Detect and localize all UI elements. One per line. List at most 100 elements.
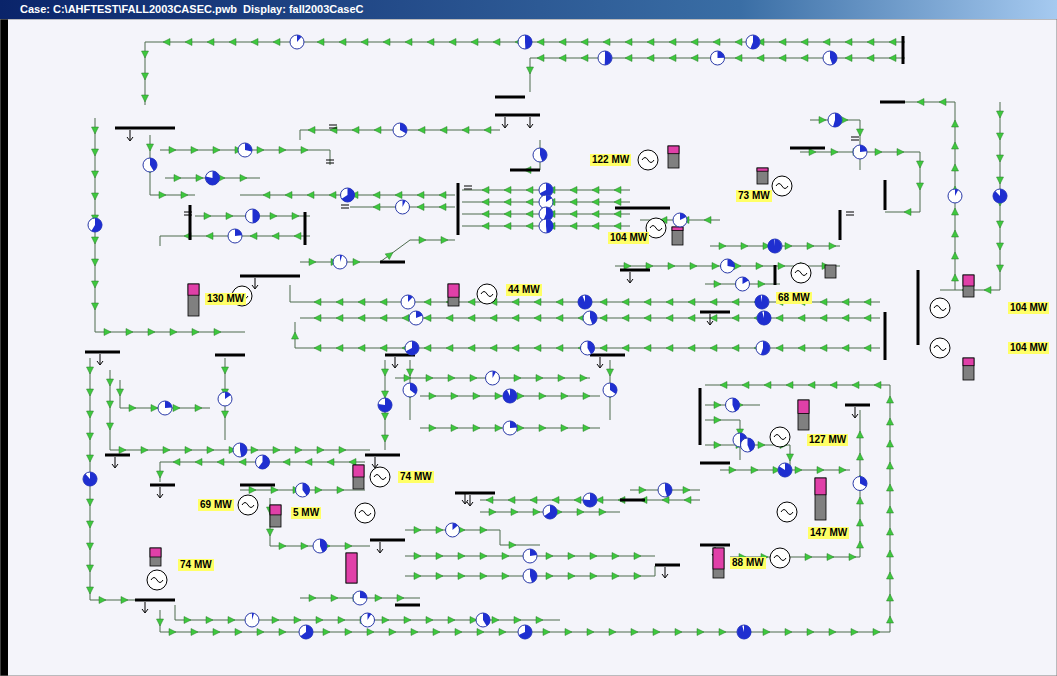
flow-arrow <box>580 375 587 382</box>
flow-arrow <box>675 629 682 636</box>
flow-arrow <box>592 187 599 194</box>
flow-pie-chart <box>396 200 410 214</box>
flow-arrow <box>574 497 581 504</box>
flow-arrow <box>358 315 365 322</box>
flow-arrow <box>184 617 191 624</box>
flow-arrow <box>798 345 805 352</box>
flow-arrow <box>405 39 412 46</box>
load-symbol <box>115 457 116 467</box>
arrow-layer <box>87 39 1004 636</box>
generator-symbol <box>774 435 786 440</box>
flow-arrow <box>468 315 475 322</box>
flow-pie-chart <box>583 493 597 507</box>
flow-pie-chart <box>603 383 617 397</box>
flow-arrow <box>292 213 299 220</box>
flow-arrow <box>779 55 786 62</box>
flow-pie-chart <box>409 311 423 325</box>
bus-bar <box>105 454 130 457</box>
flow-arrow <box>458 553 465 560</box>
flow-pie-chart <box>588 341 595 354</box>
flow-arrow <box>367 629 374 636</box>
capacitor-symbol <box>846 212 854 215</box>
flow-arrow <box>427 39 434 46</box>
flow-pie-chart <box>828 113 842 127</box>
generator-loading-bar <box>825 265 836 278</box>
generator-loading-bar <box>346 553 357 583</box>
flow-arrow <box>250 233 257 240</box>
flow-pie-chart <box>83 472 97 486</box>
generator-symbol <box>774 556 786 561</box>
flow-arrow <box>857 453 864 460</box>
flow-arrow <box>997 221 1004 228</box>
flow-pie-chart <box>313 539 327 553</box>
flow-arrow <box>530 497 537 504</box>
flow-arrow <box>151 405 158 412</box>
flow-arrow <box>741 243 748 250</box>
flow-arrow <box>631 629 638 636</box>
generator-loading-bar <box>963 358 974 366</box>
flow-pie-chart <box>948 189 962 203</box>
flow-arrow <box>213 147 220 154</box>
load-symbol <box>505 117 506 127</box>
bus-bar <box>884 312 887 360</box>
flow-arrow <box>107 423 114 430</box>
flow-arrow <box>448 617 455 624</box>
flow-arrow <box>887 418 894 425</box>
generator-symbol <box>777 502 797 522</box>
flow-arrow <box>87 367 94 374</box>
flow-arrow <box>142 95 149 102</box>
load-symbol <box>502 124 508 128</box>
flow-arrow <box>502 553 509 560</box>
flow-arrow <box>887 572 894 579</box>
flow-arrow <box>404 617 411 624</box>
flow-arrow <box>568 553 575 560</box>
flow-arrow <box>719 243 726 250</box>
bus-bar <box>115 127 175 130</box>
flow-arrow <box>314 345 321 352</box>
flow-arrow <box>997 177 1004 184</box>
flow-arrow <box>157 471 164 478</box>
flow-arrow <box>482 199 489 206</box>
flow-arrow <box>688 345 695 352</box>
flow-pie-chart <box>393 123 407 137</box>
generator-output-label: 74 MW <box>178 559 214 571</box>
flow-arrow <box>874 382 881 389</box>
flow-pie-chart <box>748 438 755 452</box>
flow-arrow <box>217 459 224 466</box>
flow-pie-chart <box>757 311 771 325</box>
flow-arrow <box>374 127 381 134</box>
flow-pie-chart <box>680 213 686 220</box>
flow-arrow <box>228 617 235 624</box>
flow-arrow <box>504 223 511 230</box>
flow-pie-chart <box>410 383 417 394</box>
flow-arrow <box>732 315 739 322</box>
generator-symbol <box>781 510 793 515</box>
load-symbol <box>710 314 711 324</box>
flow-arrow <box>614 187 621 194</box>
flow-pie-chart <box>396 200 410 214</box>
flow-arrow <box>644 345 651 352</box>
flow-arrow <box>801 39 808 46</box>
flow-arrow <box>480 553 487 560</box>
flow-arrow <box>181 192 188 199</box>
flow-pie-chart <box>830 51 837 65</box>
generator-loading-bar <box>448 284 459 297</box>
flow-arrow <box>603 39 610 46</box>
flow-arrow <box>823 39 830 46</box>
load-symbol <box>112 464 118 468</box>
flow-arrow <box>251 39 258 46</box>
flow-arrow <box>827 554 834 561</box>
flow-arrow <box>482 211 489 218</box>
flow-arrow <box>502 573 509 580</box>
flow-pie-chart <box>253 209 260 223</box>
flow-arrow <box>710 315 717 322</box>
flow-arrow <box>433 629 440 636</box>
transmission-line <box>150 135 195 195</box>
flow-pie-chart <box>246 209 260 223</box>
flow-arrow <box>239 459 246 466</box>
flow-pie-chart <box>158 401 172 415</box>
flow-arrow <box>839 467 846 474</box>
flow-pie-chart <box>510 421 517 428</box>
flow-pie-chart <box>503 389 517 403</box>
flow-arrow <box>735 39 742 46</box>
